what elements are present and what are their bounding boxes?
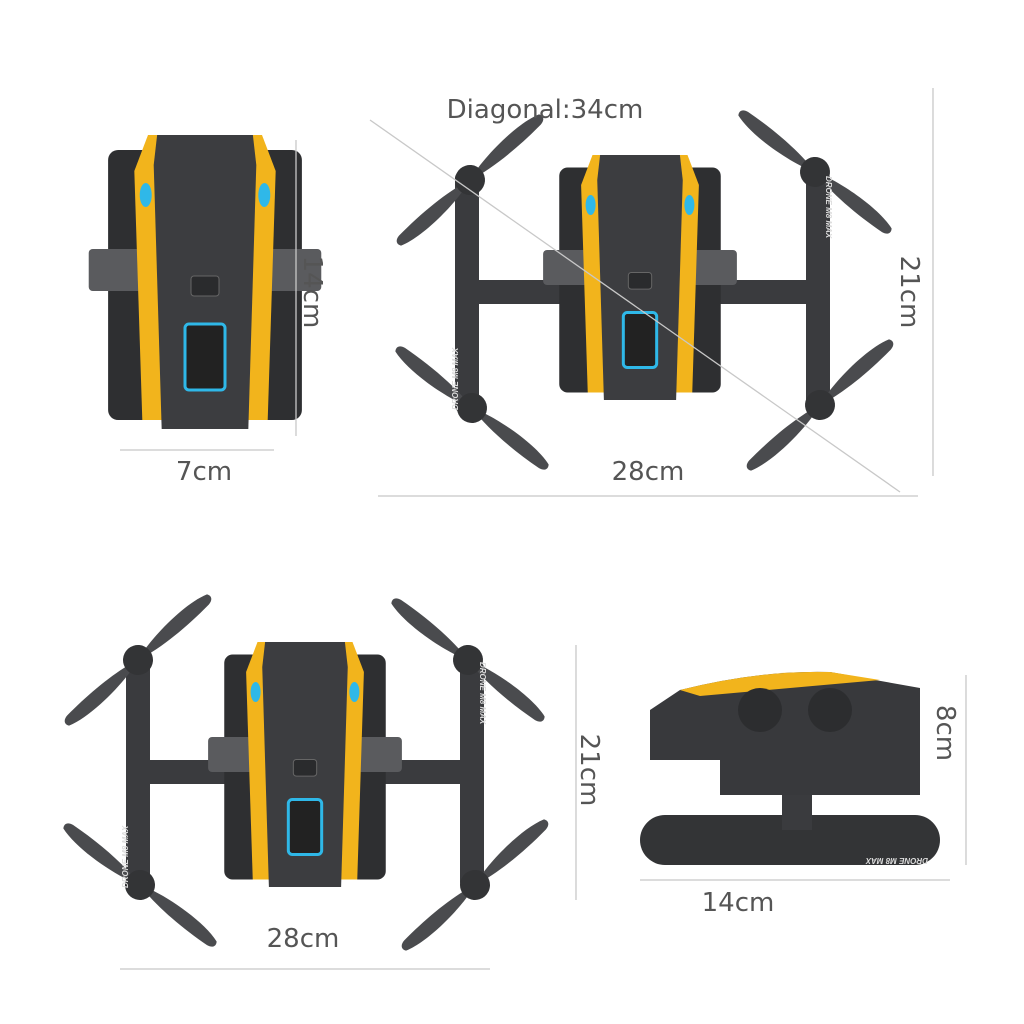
arm-label: DRONE M8 MAX	[451, 347, 460, 410]
side-body	[650, 671, 920, 795]
propeller-blade	[401, 885, 475, 951]
side-motor	[738, 688, 782, 732]
led-left	[585, 195, 596, 215]
diagonal-label: Diagonal:34cm	[447, 95, 644, 125]
propeller-blade	[395, 346, 472, 408]
led-right	[349, 682, 360, 702]
propeller-blade	[63, 823, 140, 885]
battery-light	[621, 311, 659, 369]
led-right	[258, 183, 271, 207]
bottom-height-label: 21cm	[574, 734, 604, 807]
propeller-blade	[815, 172, 892, 234]
motor-hub	[460, 870, 490, 900]
propeller	[396, 114, 544, 246]
propeller	[391, 598, 545, 722]
propeller-blade	[140, 885, 217, 947]
side-height-label: 8cm	[930, 705, 960, 761]
dim-line-diagonal	[369, 119, 901, 493]
arm-label: DRONE M8 MAX	[824, 176, 833, 239]
side-view-drone	[640, 671, 940, 865]
side-width-label: 14cm	[702, 888, 775, 918]
led-left	[139, 183, 152, 207]
side-motor	[808, 688, 852, 732]
motor-hub	[800, 157, 830, 187]
folded-height-label: 14cm	[297, 256, 327, 329]
propeller-blade	[470, 114, 544, 180]
battery-light	[286, 798, 324, 856]
propeller-blade	[820, 339, 894, 405]
motor-hub	[125, 870, 155, 900]
arm-right	[806, 172, 830, 412]
propeller	[63, 823, 217, 947]
bottom-width-label: 28cm	[267, 924, 340, 954]
arm-label: DRONE M8 MAX	[478, 662, 487, 725]
battery-light	[183, 322, 227, 392]
motor-hub	[123, 645, 153, 675]
propeller-blade	[746, 405, 820, 471]
propeller-blade	[738, 110, 815, 172]
unfolded-top-drone-body	[543, 155, 737, 400]
propeller-blade	[396, 180, 470, 246]
propeller	[64, 594, 212, 726]
propeller-blade	[475, 819, 549, 885]
motor-hub	[805, 390, 835, 420]
arm-label: DRONE M8 MAX	[121, 825, 130, 888]
propeller	[395, 346, 549, 470]
side-accent	[680, 671, 880, 696]
propeller-blade	[138, 594, 212, 660]
arm-label: DRONE M8 MAX	[865, 856, 928, 865]
led-right	[684, 195, 695, 215]
motor-hub	[453, 645, 483, 675]
unfolded-bottom-drone-body	[208, 642, 402, 887]
folded-drone-body	[88, 135, 322, 429]
led-left	[250, 682, 261, 702]
power-button	[292, 759, 318, 777]
arm-left	[126, 662, 150, 888]
propeller	[738, 110, 892, 234]
folded-width-label: 7cm	[176, 457, 232, 487]
propeller	[746, 339, 894, 471]
propeller-blade	[472, 408, 549, 470]
arm-right	[460, 662, 484, 888]
motor-hub	[455, 165, 485, 195]
propeller-blade	[64, 660, 138, 726]
arm-left	[455, 172, 479, 412]
power-button	[190, 275, 220, 297]
propeller	[401, 819, 549, 951]
top-height-label: 21cm	[894, 256, 924, 329]
top-width-label: 28cm	[612, 457, 685, 487]
motor-hub	[457, 393, 487, 423]
power-button	[627, 272, 653, 290]
propeller-blade	[391, 598, 468, 660]
propeller-blade	[468, 660, 545, 722]
landing-skid	[640, 815, 940, 865]
